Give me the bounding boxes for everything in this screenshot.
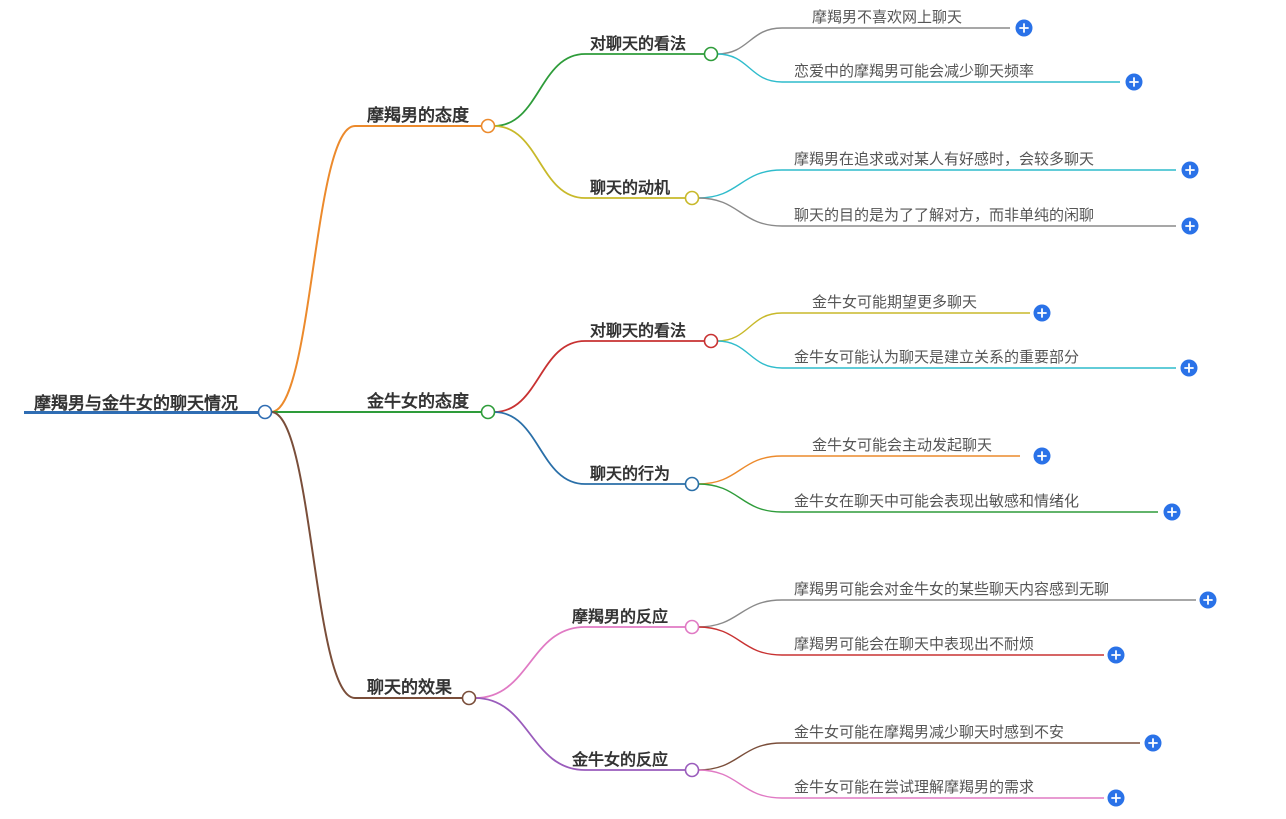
edges-layer	[24, 27, 1196, 799]
plus-glyph	[1129, 77, 1139, 87]
branch-edge	[270, 125, 481, 413]
plus-glyph	[1037, 308, 1047, 318]
leaf-topic: 聊天的目的是为了了解对方，而非单纯的闲聊	[794, 206, 1094, 224]
expand-button[interactable]	[1181, 161, 1199, 179]
leaf-edge	[716, 53, 1120, 83]
root-collapse-toggle[interactable]	[257, 404, 273, 420]
plus-glyph	[1203, 595, 1213, 605]
subtopic: 聊天的动机	[590, 178, 670, 197]
subtopic: 聊天的行为	[590, 464, 670, 483]
leaf-edge	[697, 769, 1104, 799]
subtopic: 摩羯男的反应	[572, 607, 668, 626]
expand-button[interactable]	[1199, 591, 1217, 609]
leaf-edge	[697, 626, 1104, 656]
leaf-edge	[697, 483, 1158, 513]
expand-button[interactable]	[1033, 447, 1051, 465]
leaf-topic: 摩羯男可能会对金牛女的某些聊天内容感到无聊	[794, 580, 1109, 598]
plus-glyph	[1019, 23, 1029, 33]
leaf-topic: 金牛女可能期望更多聊天	[812, 293, 977, 311]
leaf-edge	[697, 455, 1020, 485]
leaf-topic: 恋爱中的摩羯男可能会减少聊天频率	[794, 62, 1034, 80]
leaf-topic: 摩羯男不喜欢网上聊天	[812, 8, 962, 26]
branch-collapse-toggle[interactable]	[480, 118, 496, 134]
subtopic-collapse-toggle[interactable]	[703, 333, 719, 349]
leaf-edge	[716, 27, 1010, 55]
subtopic-edge	[474, 697, 685, 771]
plus-glyph	[1167, 507, 1177, 517]
nodes-layer: 摩羯男与金牛女的聊天情况摩羯男的态度对聊天的看法摩羯男不喜欢网上聊天恋爱中的摩羯…	[34, 8, 1217, 807]
expand-button[interactable]	[1181, 217, 1199, 235]
branch-collapse-toggle[interactable]	[461, 690, 477, 706]
plus-glyph	[1184, 363, 1194, 373]
expand-button[interactable]	[1144, 734, 1162, 752]
plus-glyph	[1185, 165, 1195, 175]
plus-glyph	[1148, 738, 1158, 748]
subtopic: 对聊天的看法	[590, 34, 686, 53]
subtopic: 对聊天的看法	[590, 321, 686, 340]
leaf-edge	[697, 599, 1196, 628]
subtopic-collapse-toggle[interactable]	[684, 619, 700, 635]
branch-edge	[270, 411, 462, 699]
subtopic-edge	[493, 411, 685, 485]
subtopic: 金牛女的反应	[571, 750, 668, 769]
leaf-topic: 金牛女可能认为聊天是建立关系的重要部分	[794, 348, 1079, 366]
expand-button[interactable]	[1163, 503, 1181, 521]
leaf-edge	[697, 742, 1140, 771]
root-topic: 摩羯男与金牛女的聊天情况	[34, 393, 238, 414]
plus-glyph	[1185, 221, 1195, 231]
subtopic-edge	[493, 53, 704, 127]
subtopic-edge	[474, 626, 685, 699]
subtopic-collapse-toggle[interactable]	[684, 476, 700, 492]
subtopic-collapse-toggle[interactable]	[703, 46, 719, 62]
subtopic-edge	[493, 340, 704, 413]
expand-button[interactable]	[1015, 19, 1033, 37]
leaf-topic: 摩羯男在追求或对某人有好感时，会较多聊天	[794, 150, 1094, 168]
leaf-edge	[697, 197, 1176, 227]
leaf-edge	[716, 312, 1030, 342]
leaf-topic: 金牛女可能会主动发起聊天	[812, 436, 992, 454]
plus-glyph	[1111, 793, 1121, 803]
plus-glyph	[1111, 650, 1121, 660]
subtopic-edge	[493, 125, 685, 199]
leaf-edge	[716, 340, 1176, 369]
plus-glyph	[1037, 451, 1047, 461]
subtopic-collapse-toggle[interactable]	[684, 190, 700, 206]
leaf-topic: 金牛女可能在摩羯男减少聊天时感到不安	[794, 723, 1064, 741]
subtopic-collapse-toggle[interactable]	[684, 762, 700, 778]
branch-collapse-toggle[interactable]	[480, 404, 496, 420]
branch-topic: 聊天的效果	[367, 677, 452, 698]
expand-button[interactable]	[1033, 304, 1051, 322]
branch-topic: 摩羯男的态度	[367, 105, 470, 126]
leaf-topic: 金牛女在聊天中可能会表现出敏感和情绪化	[794, 492, 1079, 510]
expand-button[interactable]	[1180, 359, 1198, 377]
leaf-topic: 金牛女可能在尝试理解摩羯男的需求	[794, 778, 1034, 796]
expand-button[interactable]	[1107, 646, 1125, 664]
expand-button[interactable]	[1125, 73, 1143, 91]
branch-topic: 金牛女的态度	[366, 391, 470, 412]
leaf-topic: 摩羯男可能会在聊天中表现出不耐烦	[794, 635, 1034, 653]
leaf-edge	[697, 169, 1176, 199]
expand-button[interactable]	[1107, 789, 1125, 807]
